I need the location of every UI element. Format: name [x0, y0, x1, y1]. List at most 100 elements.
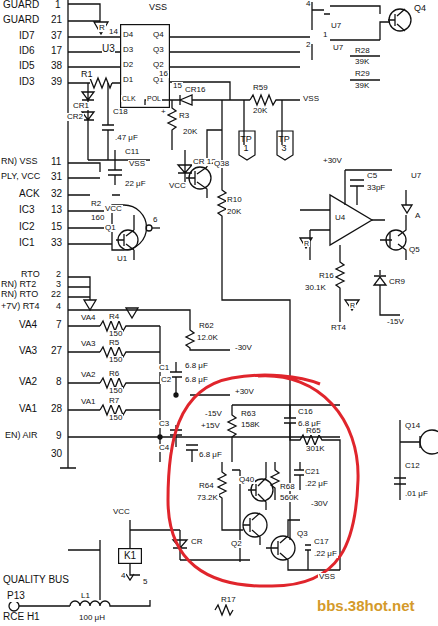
component-label: 150	[108, 330, 123, 338]
component-label: Q40	[238, 476, 255, 484]
ic-box: K1	[118, 548, 142, 564]
component-label: VA2	[80, 371, 97, 379]
component-label: C5	[366, 172, 378, 180]
pin-name: +7V) RT4	[0, 302, 41, 311]
component-label: +	[160, 108, 167, 116]
component-label: 150	[108, 387, 123, 395]
pin-number: 4	[55, 302, 62, 311]
component-label: C17	[313, 538, 330, 546]
component-label: R62	[198, 322, 215, 330]
pin-name: GUARD	[2, 15, 40, 26]
component-label: 6.8 μF	[198, 451, 223, 459]
pin-name: PLY, VCC	[0, 172, 41, 181]
pin-name: EN) AIR	[4, 431, 39, 440]
pin-number: 11	[50, 157, 62, 168]
part-name: TP 3	[277, 135, 291, 154]
component-label: R7	[108, 397, 120, 405]
pin-name: ID7	[18, 31, 36, 42]
pin-number: 37	[50, 31, 63, 42]
component-label: 39K	[354, 58, 370, 66]
component-label: 6	[152, 216, 158, 224]
component-label: 5	[142, 578, 148, 586]
component-label: VA4	[80, 314, 97, 322]
component-label: VSS	[302, 95, 320, 103]
pin-name: GUARD	[2, 0, 40, 11]
pin-number: 2	[55, 270, 62, 279]
component-label: C11	[124, 148, 140, 156]
component-label: R29	[354, 70, 371, 78]
component-label: 6.8 μF	[184, 362, 209, 370]
pin-number: 30	[50, 449, 63, 460]
component-label: Q2	[152, 61, 165, 69]
component-label: R	[349, 302, 356, 309]
component-label: R64	[198, 482, 215, 490]
component-label: 12.0K	[196, 334, 219, 342]
component-label: R4	[108, 313, 120, 321]
component-label: U1	[116, 255, 128, 263]
pin-name: IC2	[18, 222, 36, 233]
component-label: .22 μF	[304, 480, 329, 488]
pin-number: 39	[50, 77, 63, 88]
component-label: .01 μF	[404, 490, 429, 498]
component-label: Q4	[152, 31, 165, 39]
pin-name: P13	[6, 591, 26, 602]
component-label: VA1	[80, 398, 97, 406]
pin-name: ACK	[18, 189, 41, 200]
component-label: VA3	[80, 340, 97, 348]
pin-number: 28	[50, 404, 63, 415]
component-label: D1	[122, 76, 134, 84]
pin-name: ID5	[18, 61, 36, 72]
component-label: CR	[190, 538, 204, 546]
pin-number: 33	[50, 238, 63, 249]
component-label: 73.2K	[196, 494, 219, 502]
component-label: 4	[120, 572, 126, 580]
component-label: Q38	[213, 160, 230, 168]
part-name: K1	[124, 551, 136, 562]
component-label: Q5	[408, 246, 421, 254]
component-label: CR16	[184, 86, 206, 94]
component-label: 16	[158, 70, 169, 78]
component-label: 560K	[279, 494, 300, 502]
component-label: VSS	[128, 160, 146, 168]
test-point-flag	[277, 131, 293, 160]
watermark: bbs.38hot.net	[316, 598, 416, 614]
component-label: C21	[304, 468, 321, 476]
component-label: VSS	[318, 573, 336, 581]
component-label: CR2	[66, 113, 84, 121]
component-label: R2	[90, 200, 102, 208]
component-label: Q14	[404, 422, 421, 430]
component-label: 20K	[226, 208, 242, 216]
component-label: CR9	[388, 278, 406, 286]
pin-number: 13	[50, 205, 63, 216]
component-label: R	[303, 240, 310, 247]
pin-name: RN) RT2	[0, 280, 37, 289]
ic-outline	[121, 25, 170, 108]
pin-name: RN) RTO	[0, 290, 39, 299]
component-label: 14	[108, 28, 119, 36]
component-label: D2	[122, 61, 134, 69]
component-label: -30V	[234, 344, 253, 352]
component-label: .22 μF	[313, 550, 338, 558]
component-label: VCC	[112, 508, 131, 516]
pin-name: RCE H1	[2, 612, 41, 623]
pin-number: 22	[50, 290, 62, 299]
component-label: POL	[146, 95, 162, 102]
component-label: -15V	[204, 410, 223, 418]
component-label: R28	[354, 47, 371, 55]
component-label: RT4	[330, 324, 347, 332]
component-label: CLK	[121, 95, 137, 102]
part-name: TP 1	[239, 135, 253, 154]
component-label: C1	[158, 364, 170, 372]
component-label: +30V	[234, 388, 255, 396]
component-label: A	[414, 212, 421, 220]
component-label: Q2	[230, 540, 243, 548]
component-label: 22 μF	[124, 180, 147, 188]
component-label: C4	[158, 444, 170, 452]
component-label: CR1	[72, 102, 90, 110]
pin-name: RTO	[20, 270, 41, 279]
pin-number: 38	[50, 61, 63, 72]
component-label: R1	[80, 70, 94, 79]
component-label: VCC	[104, 205, 123, 213]
test-point: TP 3	[276, 130, 294, 161]
component-label: .47 μF	[114, 134, 139, 142]
